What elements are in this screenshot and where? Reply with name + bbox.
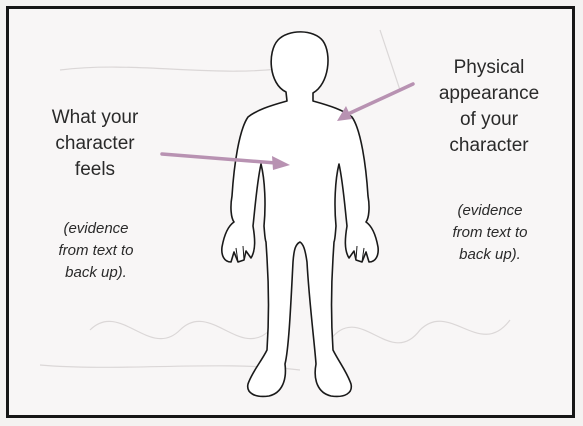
right-label: Physical appearance of your character [421,55,557,159]
right-label-line: character [421,133,557,159]
left-evidence-line: (evidence [34,218,158,240]
left-label-line: feels [30,157,160,183]
right-evidence-line: from text to [428,222,552,244]
right-evidence-line: (evidence [428,200,552,222]
right-evidence-note: (evidence from text to back up). [428,200,552,266]
finger-lines [236,246,364,262]
right-label-line: of your [421,107,557,133]
right-label-line: Physical [421,55,557,81]
right-evidence-line: back up). [428,244,552,266]
left-evidence-line: back up). [34,262,158,284]
right-label-line: appearance [421,81,557,107]
left-evidence-note: (evidence from text to back up). [34,218,158,284]
body-outline [222,32,378,397]
left-label-line: What your [30,105,160,131]
left-label: What your character feels [30,105,160,183]
arrow-appearance [337,84,413,121]
left-label-line: character [30,131,160,157]
left-evidence-line: from text to [34,240,158,262]
